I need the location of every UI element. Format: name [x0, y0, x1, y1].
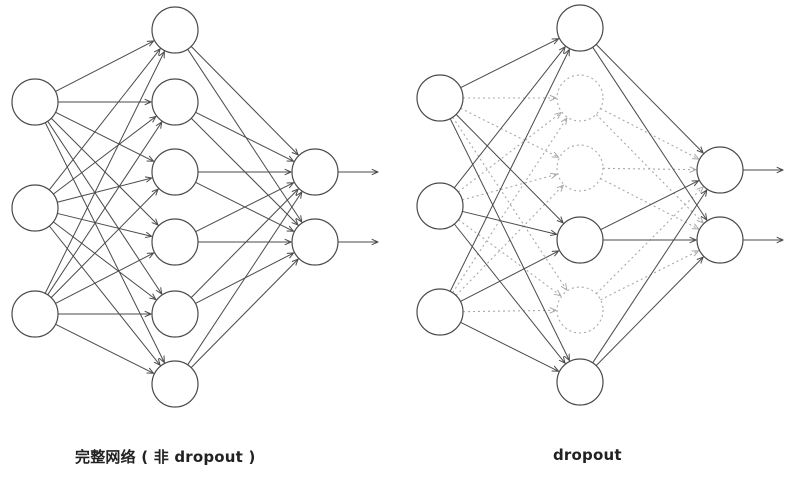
full-output-node-0 [291, 148, 339, 196]
dropout-connection-l0-2-to-5 [460, 321, 559, 371]
full-connection-l0-2-to-1 [47, 122, 162, 296]
dropout-connection-l0-1-to-4-dropped [458, 219, 560, 296]
caption-dropout: dropout [553, 446, 622, 464]
dropout-connection-l0-0-to-0 [460, 39, 559, 89]
dropout-connection-l0-0-to-3 [455, 114, 563, 223]
full-hidden-node-1 [151, 78, 199, 126]
full-connection-l0-0-to-2 [55, 111, 154, 161]
full-input-node-0 [11, 78, 59, 126]
full-input-node-1 [11, 184, 59, 232]
dropout-connection-l0-2-to-4-dropped [462, 310, 556, 311]
full-connection-l0-1-to-1 [53, 116, 156, 195]
dropout-connection-l0-1-to-0 [453, 47, 565, 189]
dropout-connection-l1-2-to-0-dropped [602, 168, 696, 169]
full-connection-l0-1-to-4 [53, 221, 156, 300]
full-connection-l0-1-to-0 [48, 49, 160, 191]
dropout-connection-l0-1-to-3 [462, 210, 556, 234]
dropout-output-node-0 [696, 146, 744, 194]
full-connection-l0-0-to-0 [55, 41, 153, 92]
dropout-connection-l0-2-to-1-dropped [452, 118, 567, 294]
full-connection-l0-2-to-3 [55, 253, 153, 304]
dropout-hidden-node-3 [556, 216, 604, 264]
dropout-input-node-0 [416, 74, 464, 122]
dropout-hidden-node-0 [556, 4, 604, 52]
dropout-connection-l1-0-to-0 [595, 44, 703, 153]
full-hidden-node-4 [151, 290, 199, 338]
full-connection-l1-4-to-0 [190, 189, 298, 298]
full-connection-l0-1-to-2 [57, 178, 151, 203]
full-output-node-1 [291, 218, 339, 266]
dropout-connection-l1-3-to-0 [600, 181, 699, 231]
full-connection-l0-1-to-3 [57, 212, 151, 236]
full-connection-l1-5-to-0 [187, 192, 302, 366]
full-connection-l0-1-to-5 [48, 225, 160, 365]
caption-full-network: 完整网络 ( 非 dropout ) [75, 448, 256, 466]
full-connection-l1-5-to-1 [190, 259, 298, 368]
dropout-connection-l0-0-to-2-dropped [460, 107, 559, 157]
diagram-dropout-network [416, 4, 783, 406]
dropout-output-node-1 [696, 216, 744, 264]
full-connection-l0-2-to-0 [44, 52, 164, 294]
full-connection-l1-3-to-0 [195, 183, 294, 233]
full-connection-l1-1-to-0 [195, 111, 294, 161]
dropout-hidden-node-4-dropped [556, 286, 604, 334]
full-connection-l1-0-to-0 [190, 46, 298, 155]
full-connection-l0-2-to-2 [50, 189, 158, 298]
dropout-connection-l1-5-to-1 [595, 257, 703, 366]
full-connection-l0-2-to-5 [55, 323, 154, 373]
dropout-input-node-2 [416, 288, 464, 336]
dropout-connection-l0-1-to-1-dropped [457, 113, 561, 193]
dropout-hidden-node-2-dropped [556, 144, 604, 192]
dropout-connection-l0-1-to-2-dropped [462, 174, 557, 201]
full-hidden-node-0 [151, 6, 199, 54]
dropout-connection-l1-5-to-0 [592, 190, 707, 364]
dropout-connection-l0-0-to-5 [449, 118, 569, 361]
dropout-connection-l0-2-to-3 [460, 251, 558, 302]
diagram-full-network [11, 6, 378, 408]
dropout-hidden-node-5 [556, 358, 604, 406]
full-connection-l1-0-to-1 [187, 48, 302, 222]
dropout-connection-l0-0-to-4-dropped [452, 116, 567, 290]
dropout-connection-l1-0-to-1 [592, 46, 707, 220]
dropout-input-node-1 [416, 182, 464, 230]
dropout-hidden-node-1-dropped [556, 74, 604, 122]
full-input-node-2 [11, 290, 59, 338]
full-hidden-node-2 [151, 148, 199, 196]
full-hidden-node-3 [151, 218, 199, 266]
dropout-connection-l0-1-to-5 [453, 223, 565, 363]
full-hidden-node-5 [151, 360, 199, 408]
dropout-connection-l1-2-to-1-dropped [600, 178, 698, 230]
dropout-connection-l1-4-to-1-dropped [600, 251, 699, 301]
dropout-connection-l0-2-to-0 [449, 50, 569, 292]
